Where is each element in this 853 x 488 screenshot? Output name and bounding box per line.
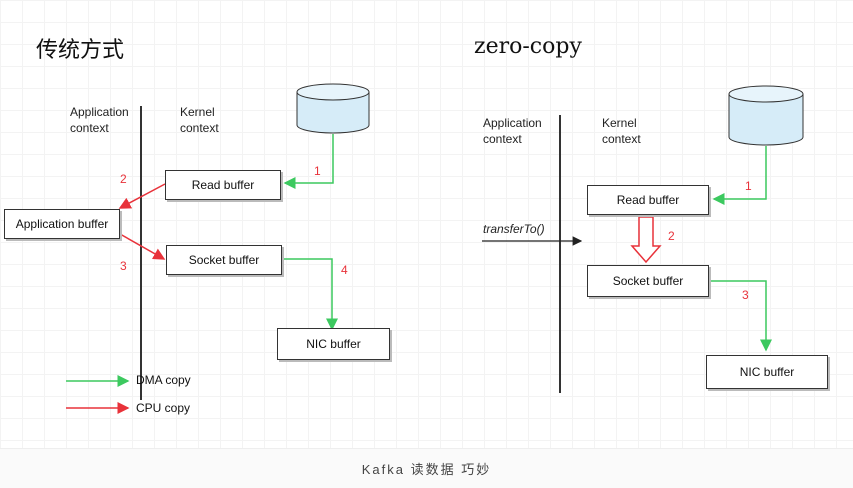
right-step-1: 1	[745, 179, 752, 193]
right-step-2: 2	[668, 229, 675, 243]
legend-cpu-label: CPU copy	[136, 401, 191, 415]
left-arrow-2	[118, 183, 166, 209]
right-kernel-context-label: Kernel context	[602, 116, 641, 146]
right-transferto-label: transferTo()	[483, 222, 545, 236]
caption: Kafka 读数据 巧妙	[0, 448, 853, 488]
left-application-context-label: Application context	[70, 105, 129, 135]
right-application-context-label: Application context	[483, 116, 542, 146]
right-disk-icon	[728, 85, 804, 146]
right-step-3: 3	[742, 288, 749, 302]
left-arrow-4	[281, 258, 338, 331]
left-application-buffer: Application buffer	[4, 209, 120, 239]
left-arrow-1	[283, 134, 334, 189]
left-read-buffer: Read buffer	[165, 170, 281, 200]
diagram-lines	[66, 83, 804, 414]
left-socket-buffer: Socket buffer	[166, 245, 282, 275]
right-read-buffer: Read buffer	[587, 185, 709, 215]
left-step-2: 2	[120, 172, 127, 186]
right-socket-buffer: Socket buffer	[587, 265, 709, 297]
left-step-4: 4	[341, 263, 348, 277]
right-nic-buffer: NIC buffer	[706, 355, 828, 389]
legend-dma-label: DMA copy	[136, 373, 191, 387]
right-arrow-3	[708, 280, 772, 352]
left-title: 传统方式	[36, 38, 125, 63]
left-step-1: 1	[314, 164, 321, 178]
left-step-3: 3	[120, 259, 127, 273]
left-nic-buffer: NIC buffer	[277, 328, 390, 360]
right-arrow-2	[630, 216, 662, 264]
right-title: zero-copy	[474, 34, 582, 59]
left-disk-icon	[296, 83, 370, 134]
left-kernel-context-label: Kernel context	[180, 105, 219, 135]
left-arrow-3	[119, 233, 166, 260]
right-arrow-1	[712, 146, 767, 205]
